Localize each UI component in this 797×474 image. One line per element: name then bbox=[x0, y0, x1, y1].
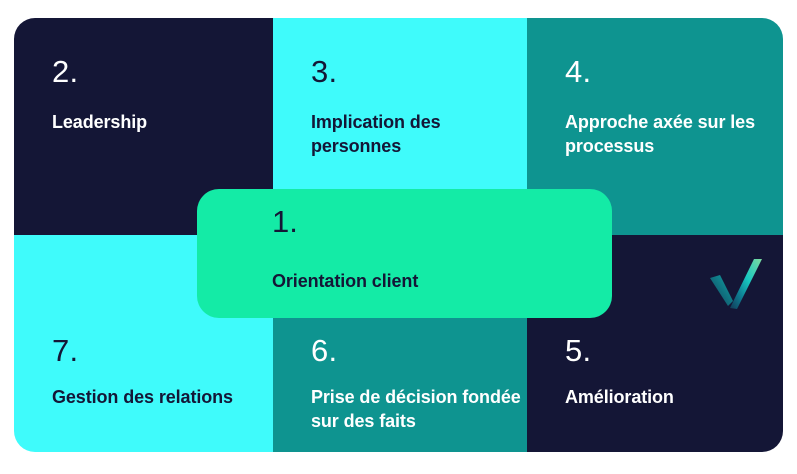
principle-number: 7. bbox=[52, 333, 79, 368]
principle-label: Prise de décision fondée sur des faits bbox=[311, 387, 521, 431]
principle-number: 6. bbox=[311, 333, 338, 368]
principle-label: Amélioration bbox=[565, 387, 674, 407]
principle-number: 5. bbox=[565, 333, 592, 368]
principle-label: Gestion des relations bbox=[52, 387, 233, 407]
principle-cell-1-center[interactable]: 1. Orientation client bbox=[197, 189, 612, 318]
principles-grid: 2. Leadership 3. Implication des personn… bbox=[14, 18, 783, 452]
principle-number: 2. bbox=[52, 54, 79, 89]
principle-label: Approche axée sur les processus bbox=[565, 112, 755, 156]
principle-number: 4. bbox=[565, 54, 592, 89]
principle-label: Orientation client bbox=[272, 271, 419, 291]
principle-label: Leadership bbox=[52, 112, 148, 132]
principle-label: Implication des personnes bbox=[311, 112, 441, 156]
principle-cell-2[interactable]: 2. Leadership bbox=[14, 18, 273, 235]
principle-number: 1. bbox=[272, 204, 298, 239]
principle-number: 3. bbox=[311, 54, 338, 89]
